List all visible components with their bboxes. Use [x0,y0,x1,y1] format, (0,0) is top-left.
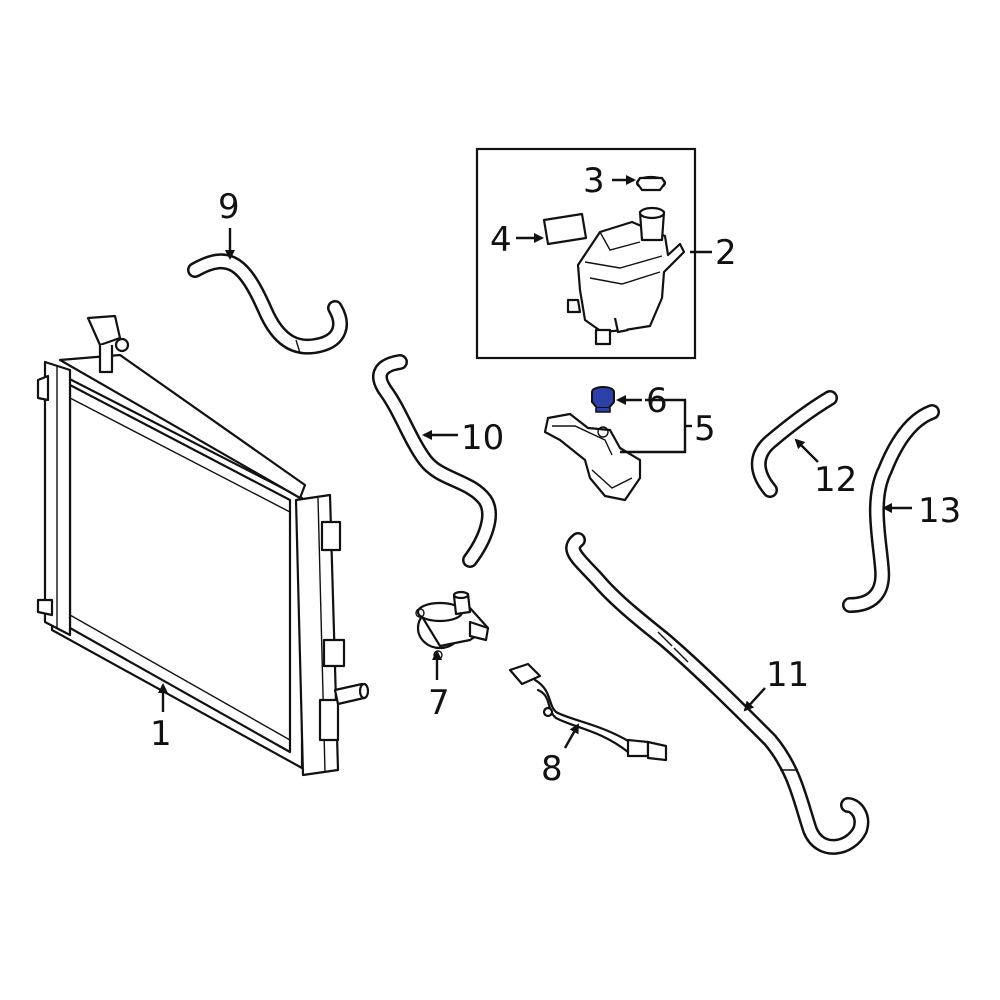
reservoir-box-frame [475,147,697,360]
label-part[interactable] [542,212,588,246]
callout-1: 1 [150,714,172,754]
radiator-part[interactable] [36,314,370,777]
callout-11: 11 [766,655,809,695]
leader-lines [158,175,912,749]
callout-4: 4 [490,220,512,260]
callout-labels: 1 2 3 4 5 6 7 8 9 10 11 12 13 [150,161,961,789]
reservoir-cap-part[interactable] [635,175,667,192]
callout-3: 3 [583,161,605,201]
water-pump-part[interactable] [415,590,490,660]
callout-12: 12 [814,460,857,500]
callout-7: 7 [428,683,450,723]
hose-13-part[interactable] [842,404,940,613]
callout-9: 9 [218,187,240,227]
callout-6: 6 [646,381,668,421]
hose-11-part[interactable] [565,532,870,855]
bracket-part[interactable] [543,412,642,502]
reservoir-assembly[interactable] [475,147,697,360]
callout-2: 2 [715,233,737,273]
callout-13: 13 [918,491,961,531]
callout-10: 10 [461,418,504,458]
hose-10-part[interactable] [372,354,497,568]
grommet-part[interactable] [591,386,615,413]
hose-9-part[interactable] [187,253,348,355]
callout-5: 5 [694,409,716,449]
hose-12-part[interactable] [750,390,838,498]
callout-8: 8 [541,749,563,789]
wire-harness-part[interactable] [508,662,668,762]
